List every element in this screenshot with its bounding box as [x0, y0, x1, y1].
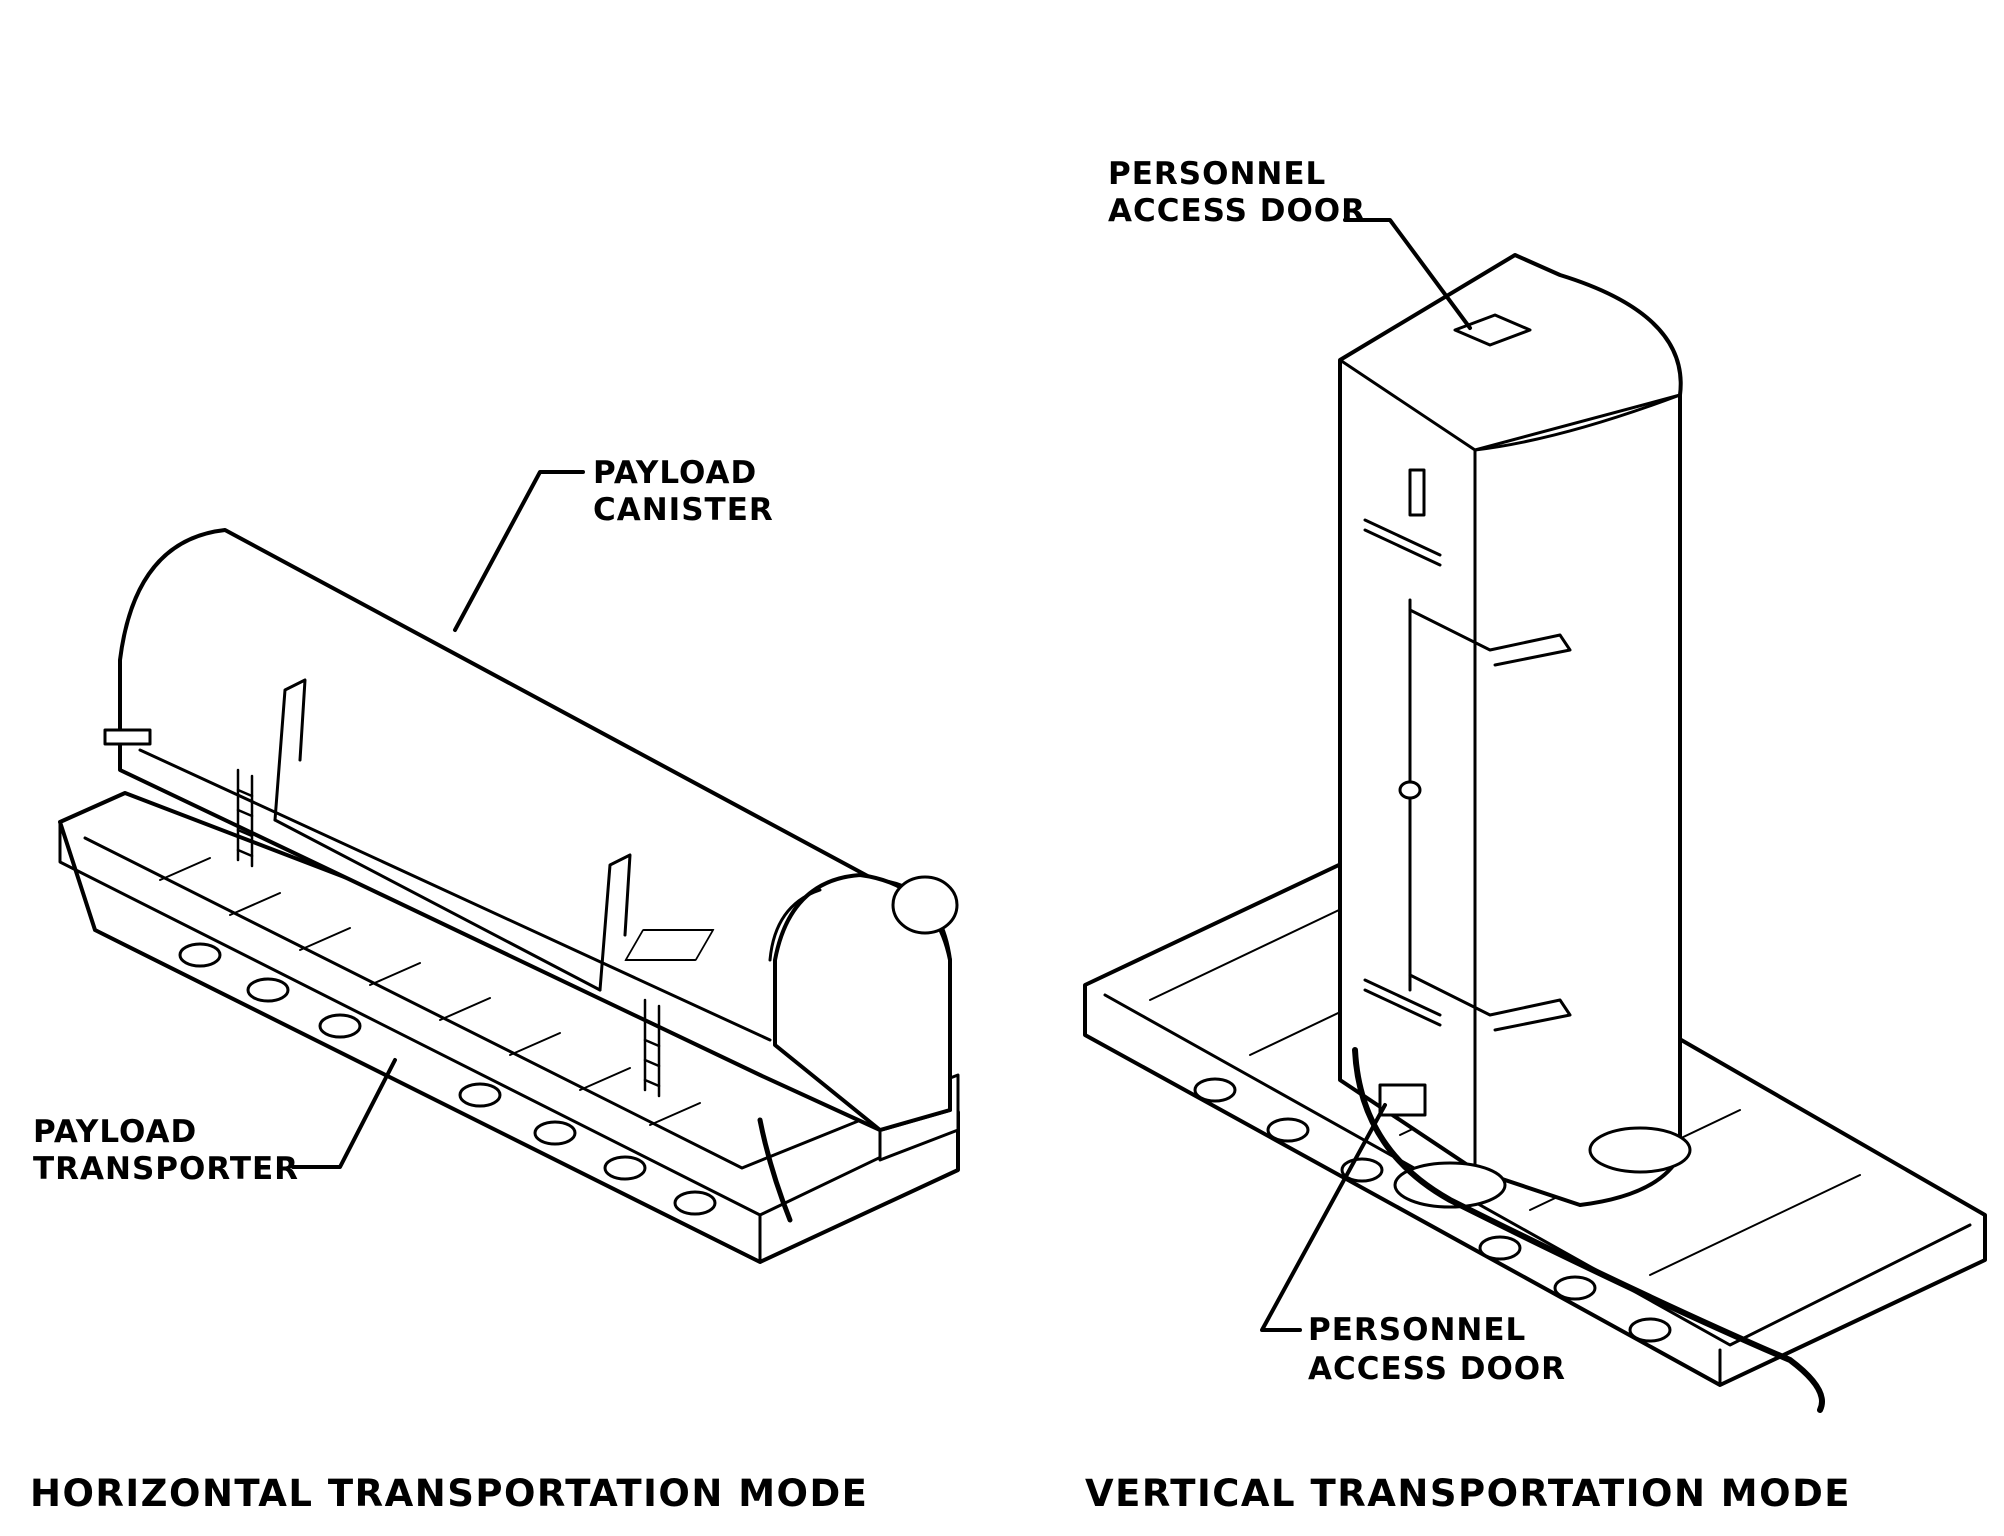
transporter-wheels [178, 942, 717, 1216]
horizontal-mode-illustration [58, 528, 960, 1264]
label-payload-transporter-line1: PAYLOAD [33, 1114, 197, 1150]
payload-canister-vertical [1338, 253, 1825, 1413]
leader-payload-transporter [291, 1058, 397, 1169]
vertical-mode-illustration [624, 253, 1987, 1413]
leader-personnel-access-door-bottom [1260, 1103, 1387, 1332]
payload-canister-horizontal [103, 528, 959, 1223]
leader-lines [291, 218, 1472, 1332]
label-personnel-access-door-bottom-line2: ACCESS DOOR [1308, 1351, 1566, 1387]
label-payload-transporter-line2: TRANSPORTER [33, 1151, 299, 1187]
leader-payload-canister [453, 470, 585, 632]
label-personnel-access-door-top-line1: PERSONNEL [1108, 156, 1326, 192]
label-payload-canister-line2: CANISTER [593, 492, 774, 528]
transporter-wheels-vertical [1193, 1077, 1672, 1343]
payload-transporter-horizontal [58, 791, 960, 1264]
label-payload-canister-line1: PAYLOAD [593, 455, 757, 491]
caption-horizontal-mode: HORIZONTAL TRANSPORTATION MODE [30, 1472, 868, 1515]
label-personnel-access-door-top-line2: ACCESS DOOR [1108, 193, 1366, 229]
label-personnel-access-door-bottom-line1: PERSONNEL [1308, 1312, 1526, 1348]
caption-vertical-mode: VERTICAL TRANSPORTATION MODE [1085, 1472, 1851, 1515]
leader-personnel-access-door-top [1343, 218, 1472, 330]
